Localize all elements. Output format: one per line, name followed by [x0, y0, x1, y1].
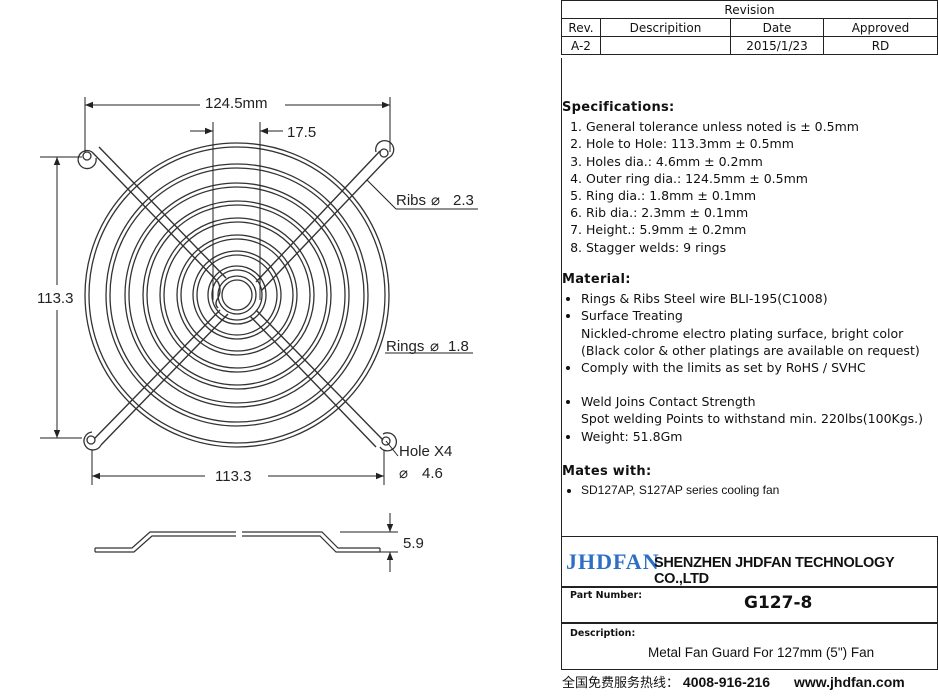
revision-cell-rev: A-2	[561, 36, 601, 55]
spec-item: Rib dia.: 2.3mm ± 0.1mm	[586, 204, 859, 221]
revision-cell-date: 2015/1/23	[730, 36, 824, 55]
rings	[84, 142, 390, 448]
dim-width-label: 113.3	[215, 468, 251, 485]
website-link[interactable]: www.jhdfan.com	[793, 674, 905, 690]
revision-header-description: Descripition	[600, 18, 731, 37]
spec-item: Stagger welds: 9 rings	[586, 239, 859, 256]
description-value: Metal Fan Guard For 127mm (5") Fan	[648, 645, 875, 660]
material-item: Weld Joins Contact Strength Spot welding…	[581, 393, 923, 427]
ribs-label: Ribs	[396, 192, 426, 209]
specifications-heading: Specifications:	[562, 100, 675, 115]
dimension-lines	[40, 97, 478, 485]
revision-table: Revision Rev. Descripition Date Approved…	[561, 0, 938, 55]
company-logo: JHDFAN	[566, 549, 660, 574]
hole-diameter-icon: ⌀	[399, 465, 408, 482]
surface-line: (Black color & other platings are availa…	[581, 342, 920, 358]
mates-heading: Mates with:	[562, 464, 652, 479]
mates-section: Mates with: SD127AP, S127AP series cooli…	[562, 463, 779, 499]
divider-line	[561, 58, 562, 662]
dim-outer-ring-label: 124.5mm	[205, 95, 268, 112]
rings-diameter-icon: ⌀	[430, 338, 439, 355]
spec-item: General tolerance unless noted is ± 0.5m…	[586, 118, 859, 135]
fan-guard-drawing: 124.5mm 17.5 113.3 113.3 Ribs ⌀ 2.3 Ring…	[37, 95, 478, 572]
side-height-label: 5.9	[403, 535, 424, 552]
description-block: Description: Metal Fan Guard For 127mm (…	[561, 622, 938, 670]
revision-cell-description	[600, 36, 731, 55]
spec-item: Ring dia.: 1.8mm ± 0.1mm	[586, 187, 859, 204]
part-number-block: Part Number: G127-8	[561, 586, 938, 624]
part-number-label: Part Number:	[570, 590, 642, 601]
side-dimension	[340, 513, 398, 572]
hole-label: Hole X4	[399, 443, 452, 460]
footer: 全国免费服务热线： 4008-916-216 www.jhdfan.com	[562, 672, 905, 691]
company-block: JHDFAN SHENZHEN JHDFAN TECHNOLOGY CO.,LT…	[561, 536, 938, 588]
part-number-value: G127-8	[744, 593, 813, 613]
material-item: Comply with the limits as set by RoHS / …	[581, 359, 923, 376]
side-view	[94, 531, 381, 553]
spec-item: Outer ring dia.: 124.5mm ± 0.5mm	[586, 170, 859, 187]
dim-inner-label: 17.5	[287, 124, 316, 141]
dim-height-label: 113.3	[37, 290, 73, 307]
ribs-value: 2.3	[453, 192, 474, 209]
spec-item: Holes dia.: 4.6mm ± 0.2mm	[586, 153, 859, 170]
material-item: Surface Treating Nickled-chrome electro …	[581, 307, 923, 359]
hotline-number: 4008-916-216	[682, 674, 771, 690]
revision-header-date: Date	[730, 18, 824, 37]
rings-value: 1.8	[448, 338, 469, 355]
ribs-diameter-icon: ⌀	[431, 192, 440, 209]
weld-line: Spot welding Points to withstand min. 22…	[581, 411, 924, 427]
material-item: Rings & Ribs Steel wire BLI-195(C1008)	[581, 290, 923, 307]
description-label: Description:	[570, 628, 636, 639]
material-heading: Material:	[562, 272, 631, 287]
revision-cell-approved: RD	[823, 36, 938, 55]
revision-header-approved: Approved	[823, 18, 938, 37]
revision-title: Revision	[561, 0, 938, 19]
revision-header-rev: Rev.	[561, 18, 601, 37]
ribs	[91, 146, 389, 448]
spec-item: Hole to Hole: 113.3mm ± 0.5mm	[586, 135, 859, 152]
company-name: SHENZHEN JHDFAN TECHNOLOGY CO.,LTD	[654, 555, 895, 587]
surface-title: Surface Treating	[581, 308, 683, 324]
hole-value: 4.6	[422, 465, 443, 482]
rings-label: Rings	[386, 338, 424, 355]
mates-item: SD127AP, S127AP series cooling fan	[581, 482, 779, 499]
spec-item: Height.: 5.9mm ± 0.2mm	[586, 221, 859, 238]
hotline-label: 全国免费服务热线：	[562, 676, 680, 691]
material-section: Material: Rings & Ribs Steel wire BLI-19…	[562, 271, 923, 445]
surface-line: Nickled-chrome electro plating surface, …	[581, 325, 904, 341]
material-item: Weight: 51.8Gm	[581, 428, 923, 445]
weld-title: Weld Joins Contact Strength	[581, 394, 756, 410]
specifications-section: Specifications: General tolerance unless…	[562, 99, 859, 256]
